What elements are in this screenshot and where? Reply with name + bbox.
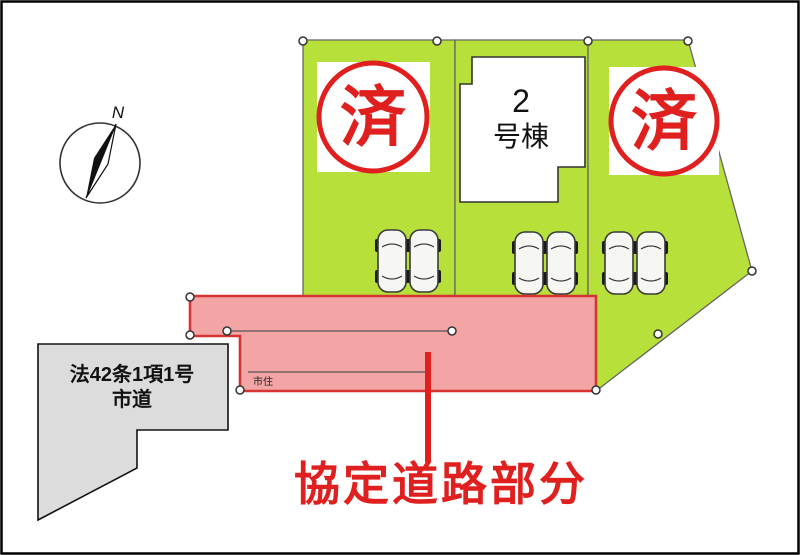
boundary-point (222, 326, 232, 336)
boundary-point (653, 329, 663, 339)
compass-needle-light (85, 123, 117, 199)
agreement-road-callout: 協定道路部分 (294, 352, 588, 510)
car-icon (511, 231, 547, 295)
stamp-text: 済 (631, 84, 698, 158)
car-icon (633, 231, 669, 295)
boundary-point (683, 36, 693, 46)
compass-north-label: N (112, 103, 125, 122)
agreement-road-polygon (188, 294, 598, 393)
building-2: 2 号棟 (459, 56, 586, 203)
city-road-polygon (37, 343, 229, 522)
boundary-point-markers (185, 36, 757, 395)
stamp-circle (608, 65, 720, 177)
parking-cars (374, 229, 669, 295)
building-label: 号棟 (493, 121, 549, 152)
boundary-point (447, 326, 457, 336)
boundary-point (432, 36, 442, 46)
city-road-label-line2: 市道 (112, 387, 152, 411)
city-road-label-line1: 法42条1項1号 (70, 362, 195, 386)
stamp-text: 済 (340, 80, 407, 154)
car-icon (374, 229, 410, 293)
car-icon (601, 231, 637, 295)
agreement-road-label: 協定道路部分 (294, 458, 588, 510)
building-number: 2 (512, 83, 530, 119)
agreement-road-area: 市住 (188, 294, 598, 393)
sold-stamp-right: 済 (608, 65, 720, 177)
car-icon (543, 231, 579, 295)
sold-stamp-left: 済 (316, 60, 430, 174)
road-small-annotation: 市住 (253, 375, 273, 388)
building-outline (459, 56, 586, 203)
stamp-circle (316, 60, 430, 174)
boundary-point (298, 36, 308, 46)
city-road-area: 法42条1項1号 市道 (37, 343, 229, 522)
boundary-point (185, 330, 195, 340)
compass: N (59, 103, 141, 204)
boundary-point (235, 385, 245, 395)
boundary-point (185, 292, 195, 302)
boundary-point (591, 385, 601, 395)
car-icon (406, 229, 442, 293)
boundary-point (747, 266, 757, 276)
boundary-point (583, 36, 593, 46)
